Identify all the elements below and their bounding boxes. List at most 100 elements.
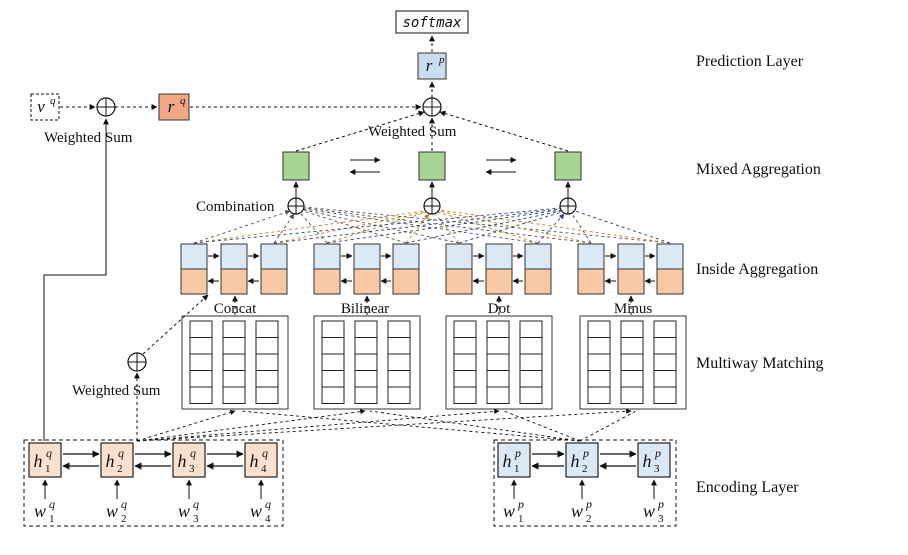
svg-text:q: q	[118, 446, 124, 460]
svg-text:h: h	[571, 451, 580, 471]
svg-text:w: w	[643, 501, 655, 521]
matrix-cell	[321, 337, 345, 355]
svg-text:3: 3	[189, 463, 195, 475]
matrix-cell	[620, 337, 644, 355]
svg-text:p: p	[517, 497, 524, 511]
matrix-cell	[354, 353, 378, 371]
matrix-cell	[387, 353, 411, 371]
svg-text:r: r	[168, 97, 175, 116]
matrix-cell	[354, 386, 378, 404]
svg-text:h: h	[250, 451, 259, 471]
svg-text:q: q	[262, 446, 268, 460]
matrix-cell	[255, 320, 279, 338]
svg-text:2: 2	[586, 513, 592, 525]
svg-text:r: r	[426, 56, 433, 75]
svg-text:w: w	[571, 501, 583, 521]
matrix-cell	[354, 320, 378, 338]
weighted-sum-top-label: Weighted Sum	[368, 124, 457, 140]
matrix-cell	[354, 370, 378, 388]
svg-text:p: p	[585, 497, 592, 511]
matrix-cell	[354, 337, 378, 355]
svg-text:1: 1	[45, 463, 51, 475]
svg-text:2: 2	[582, 463, 588, 475]
svg-text:1: 1	[514, 463, 520, 475]
svg-text:p: p	[438, 54, 445, 66]
weighted-sum-left-label: Weighted Sum	[44, 130, 133, 146]
svg-text:h: h	[643, 451, 652, 471]
svg-text:p: p	[654, 446, 661, 460]
svg-text:3: 3	[193, 513, 199, 525]
svg-text:1: 1	[518, 513, 524, 525]
question-encoding-frame	[23, 439, 284, 527]
matrix-cell	[620, 370, 644, 388]
matrix-cell	[453, 386, 477, 404]
svg-text:q: q	[193, 497, 199, 511]
softmax-node: softmax	[395, 10, 469, 34]
combination-label: Combination	[196, 199, 275, 215]
matrix-cell	[222, 353, 246, 371]
passage-encoding-frame	[493, 439, 677, 527]
matrix-cell	[519, 320, 543, 338]
matrix-cell	[453, 320, 477, 338]
matrix-cell	[321, 320, 345, 338]
matrix-cell	[486, 386, 510, 404]
matrix-cell	[387, 370, 411, 388]
matrix-cell	[222, 370, 246, 388]
svg-text:2: 2	[121, 513, 127, 525]
matrix-cell	[519, 386, 543, 404]
matrix-cell	[653, 370, 677, 388]
matrix-cell	[453, 337, 477, 355]
svg-text:h: h	[34, 451, 43, 471]
svg-text:3: 3	[658, 513, 664, 525]
matrix-cell	[653, 320, 677, 338]
svg-text:4: 4	[265, 513, 271, 525]
weighted-sum-mid-label: Weighted Sum	[72, 383, 161, 399]
matrix-cell	[321, 353, 345, 371]
matrix-cell	[620, 320, 644, 338]
svg-text:w: w	[34, 501, 46, 521]
svg-text:w: w	[178, 501, 190, 521]
svg-text:q: q	[265, 497, 271, 511]
svg-text:w: w	[250, 501, 262, 521]
combination-plus-icons	[287, 197, 577, 215]
svg-text:p: p	[582, 446, 589, 460]
inside-aggregation-title: Inside Aggregation	[696, 261, 818, 278]
matching-matrices	[189, 320, 677, 404]
vq-vector: v q	[30, 93, 60, 121]
matrix-cell	[587, 353, 611, 371]
matrix-cell	[519, 353, 543, 371]
matrix-cell	[189, 386, 213, 404]
svg-text:q: q	[180, 95, 186, 107]
matrix-cell	[255, 386, 279, 404]
matrix-cell	[587, 337, 611, 355]
svg-text:p: p	[657, 497, 664, 511]
matrix-cell	[189, 337, 213, 355]
minus-label: Minus	[614, 301, 653, 317]
matrix-cell	[387, 320, 411, 338]
matrix-cell	[620, 386, 644, 404]
matrix-cell	[653, 353, 677, 371]
matrix-cell	[222, 386, 246, 404]
matching-to-inside-arrows	[232, 295, 634, 315]
matrix-cell	[486, 353, 510, 371]
softmax-label: softmax	[402, 15, 462, 31]
matrix-cell	[321, 370, 345, 388]
matrix-cell	[222, 320, 246, 338]
svg-text:1: 1	[49, 513, 55, 525]
svg-text:h: h	[106, 451, 115, 471]
encoding-layer-title: Encoding Layer	[696, 479, 799, 496]
multiway-matching-title: Multiway Matching	[696, 355, 824, 372]
